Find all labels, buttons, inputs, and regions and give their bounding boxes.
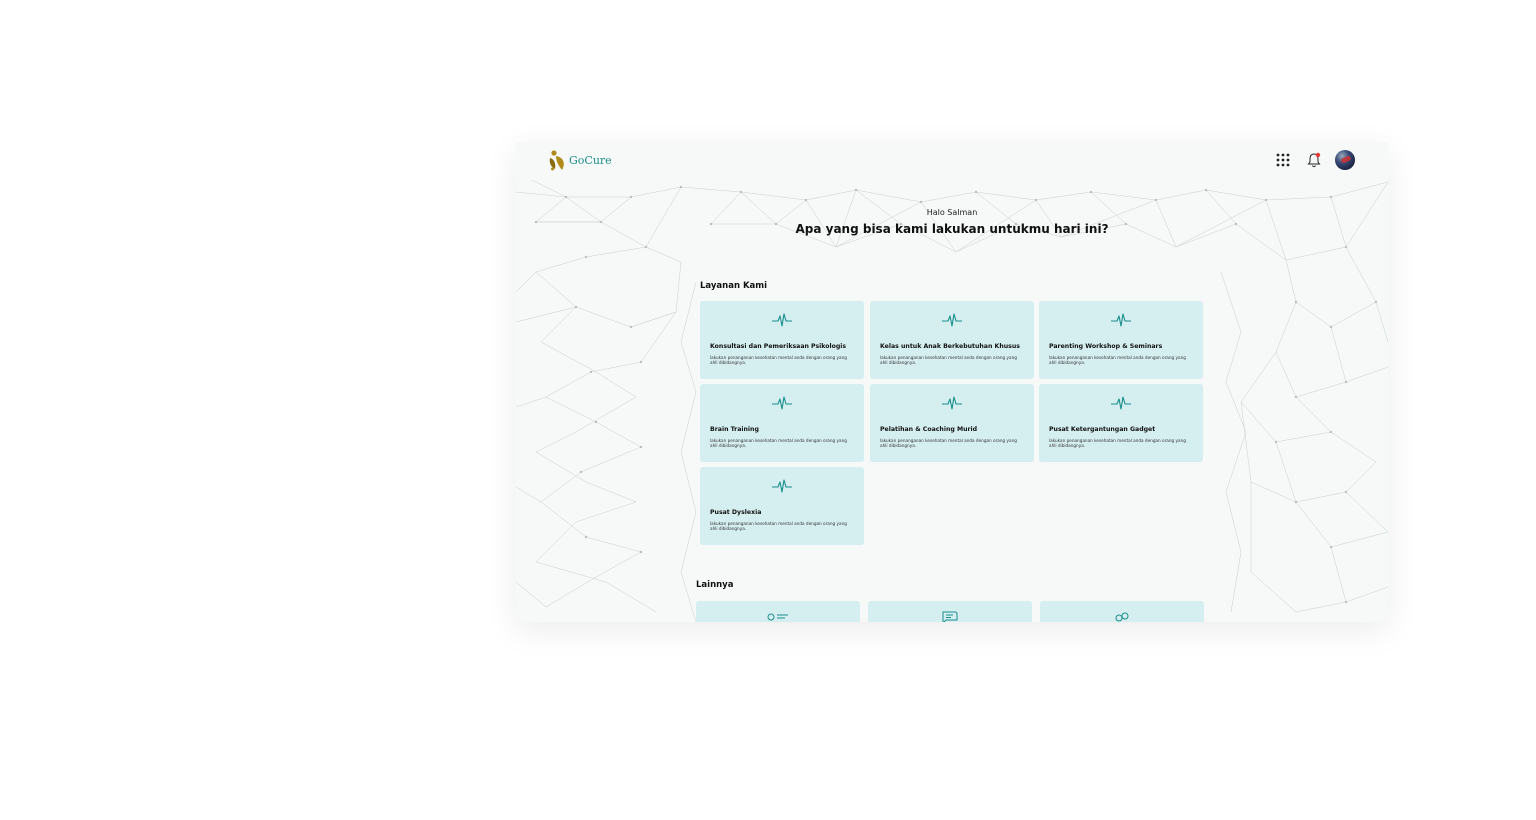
service-card-brain-training[interactable]: Brain Training lakukan penanganan keseha…	[700, 384, 864, 462]
top-bar: GoCure	[516, 142, 1388, 180]
service-card-title: Pusat Dyslexia	[710, 509, 762, 516]
service-card-desc: lakukan penanganan kesehatan mental anda…	[880, 438, 1017, 449]
service-card-coaching[interactable]: Pelatihan & Coaching Murid lakukan penan…	[870, 384, 1034, 462]
others-card-users[interactable]	[1040, 601, 1204, 622]
service-card-title: Brain Training	[710, 426, 759, 433]
heartbeat-icon	[772, 313, 792, 327]
brand-name: GoCure	[569, 153, 612, 167]
network-background	[516, 171, 1388, 622]
gocure-logo-icon	[549, 150, 564, 171]
users-icon	[1115, 612, 1129, 622]
services-section-title: Layanan Kami	[700, 281, 768, 291]
app-window: GoCure Halo Salman Apa yang bisa kami la…	[516, 142, 1388, 622]
heartbeat-icon	[772, 479, 792, 493]
service-card-desc: lakukan penanganan kesehatan mental anda…	[710, 438, 847, 449]
heartbeat-icon	[772, 396, 792, 410]
page-headline: Apa yang bisa kami lakukan untukmu hari …	[795, 222, 1109, 236]
apps-grid-icon[interactable]	[1276, 153, 1290, 167]
chat-icon	[942, 611, 958, 622]
service-card-desc: lakukan penanganan kesehatan mental anda…	[710, 521, 847, 532]
profile-list-icon	[767, 613, 788, 621]
greeting-text: Halo Salman	[926, 208, 978, 217]
user-avatar[interactable]	[1335, 150, 1355, 170]
service-card-title: Konsultasi dan Pemeriksaan Psikologis	[710, 343, 847, 350]
service-card-dyslexia[interactable]: Pusat Dyslexia lakukan penanganan keseha…	[700, 467, 864, 545]
others-section-title: Lainnya	[696, 580, 734, 590]
service-card-desc: lakukan penanganan kesehatan mental anda…	[880, 355, 1017, 366]
notification-bell-icon[interactable]	[1307, 152, 1321, 168]
service-card-kelas-abk[interactable]: Kelas untuk Anak Berkebutuhan Khusus lak…	[870, 301, 1034, 379]
service-card-parenting[interactable]: Parenting Workshop & Seminars lakukan pe…	[1039, 301, 1203, 379]
logo[interactable]: GoCure	[547, 149, 612, 171]
others-card-chat[interactable]	[868, 601, 1032, 622]
heartbeat-icon	[942, 396, 962, 410]
service-card-psikologis[interactable]: Konsultasi dan Pemeriksaan Psikologis la…	[700, 301, 864, 379]
heartbeat-icon	[942, 313, 962, 327]
service-card-title: Pelatihan & Coaching Murid	[880, 426, 978, 433]
service-card-desc: lakukan penanganan kesehatan mental anda…	[1049, 355, 1186, 366]
heartbeat-icon	[1111, 396, 1131, 410]
service-card-title: Parenting Workshop & Seminars	[1049, 343, 1163, 350]
service-card-title: Kelas untuk Anak Berkebutuhan Khusus	[880, 343, 1020, 350]
service-card-desc: lakukan penanganan kesehatan mental anda…	[1049, 438, 1186, 449]
service-card-title: Pusat Ketergantungan Gadget	[1049, 426, 1156, 433]
heartbeat-icon	[1111, 313, 1131, 327]
service-card-desc: lakukan penanganan kesehatan mental anda…	[710, 355, 847, 366]
service-card-gadget[interactable]: Pusat Ketergantungan Gadget lakukan pena…	[1039, 384, 1203, 462]
others-card-profile[interactable]	[696, 601, 860, 622]
